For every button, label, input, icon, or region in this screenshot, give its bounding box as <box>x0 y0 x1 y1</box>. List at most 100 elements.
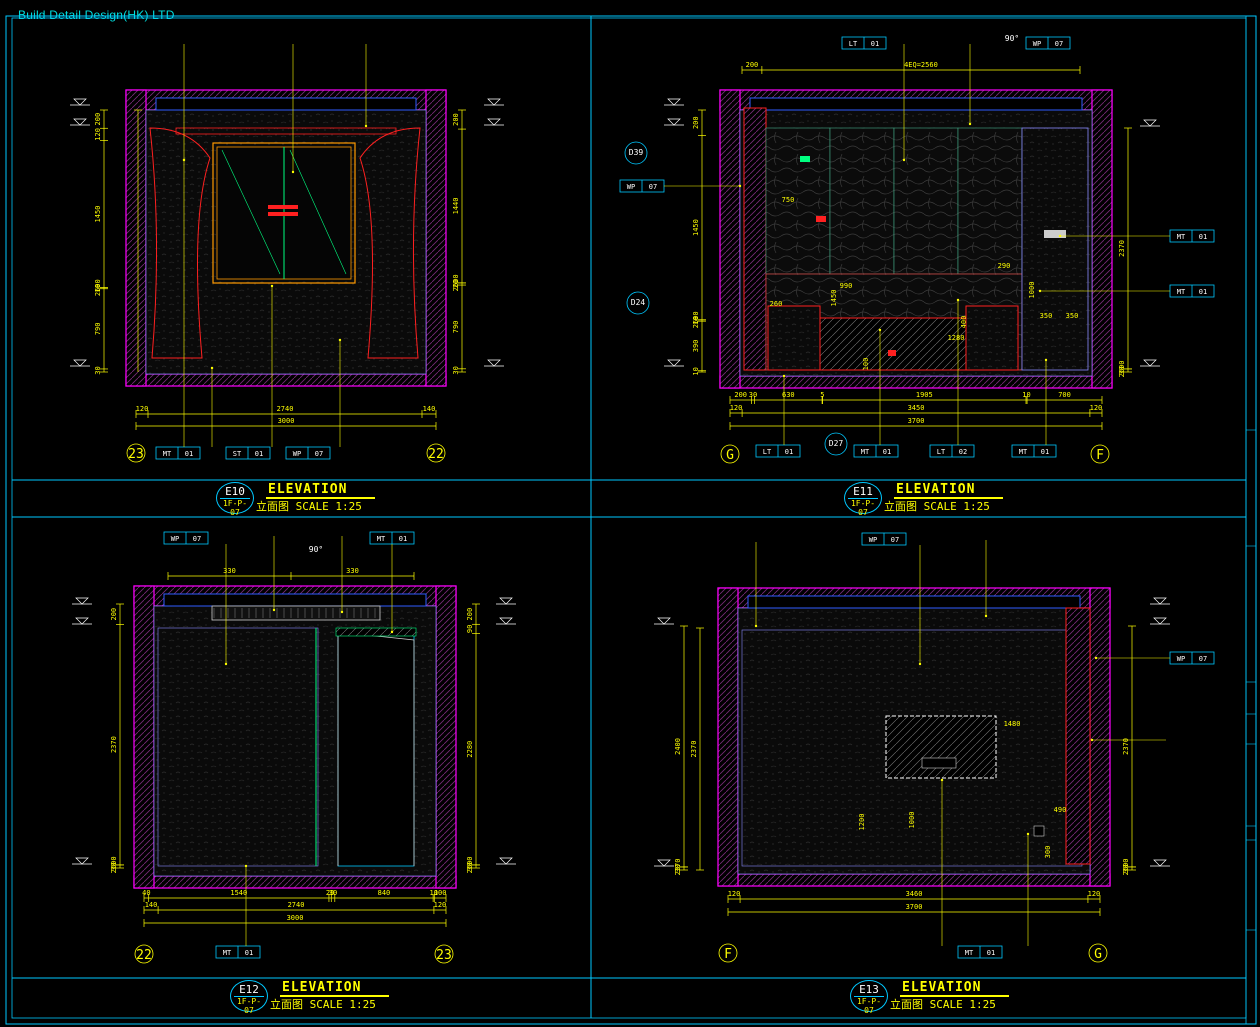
level-triangle <box>667 98 681 106</box>
dim-value: 1540 <box>230 889 247 897</box>
dim-value: 4EQ=2560 <box>904 61 938 69</box>
dim-value: 200 <box>692 116 700 129</box>
axis-bubble-22-label: 22 <box>428 447 444 462</box>
material-tag-code: MT <box>1177 233 1186 241</box>
axis-bubble-23-circle <box>126 443 146 463</box>
tv-panel <box>885 715 997 779</box>
left-curtain <box>149 127 211 359</box>
callout-code: D39 <box>629 148 644 157</box>
drawing-scale: 立面图 SCALE 1:25 <box>270 998 376 1011</box>
angle-note: 90° <box>1005 34 1019 43</box>
level-marker <box>496 617 516 625</box>
dim-value: 630 <box>782 391 795 399</box>
drawing-scale: 立面图 SCALE 1:25 <box>884 500 990 513</box>
dim-value: 5 <box>820 391 824 399</box>
dim-value: 120 <box>728 890 741 898</box>
material-tag-code: WP <box>1033 40 1041 48</box>
dim-value: 2600 <box>466 856 474 873</box>
material-tag-code: MT <box>965 949 974 957</box>
callout-circle <box>626 291 650 315</box>
material-tag-code: WP <box>869 536 877 544</box>
door-header <box>335 627 417 637</box>
right-wall <box>1089 587 1111 887</box>
leader-dot <box>940 778 944 782</box>
level-triangle <box>499 597 513 605</box>
level-marker <box>664 359 684 367</box>
ac-grille <box>211 605 381 621</box>
dim-value: 2370 <box>1118 240 1126 257</box>
leader-dot <box>918 662 922 666</box>
level-marker <box>1150 617 1170 625</box>
leader-dot <box>878 328 882 332</box>
dim-value: 120 <box>94 128 102 141</box>
callout-code: D24 <box>631 298 646 307</box>
drawing-title: ELEVATION <box>900 980 1010 997</box>
dim-value: 120 <box>136 405 149 413</box>
dim-value: 3700 <box>908 417 925 425</box>
dim-value: 2600 <box>1118 360 1126 377</box>
window-handle <box>268 205 298 209</box>
dim-value: 1450 <box>830 290 838 307</box>
dim-value: 140 <box>145 901 158 909</box>
drawing-code: E12 <box>239 983 259 996</box>
dim-value: 40 <box>142 889 150 897</box>
material-tag-number: 07 <box>1055 40 1063 48</box>
dim-value: 2370 <box>110 736 118 753</box>
dim-value: 350 <box>1066 312 1079 320</box>
leader-dot <box>1090 738 1094 742</box>
material-tag-number: 01 <box>185 450 193 458</box>
dim-value: 10 <box>94 284 102 292</box>
leader-dot <box>182 158 186 162</box>
dim-value: 30 <box>94 366 102 374</box>
axis-bubble-23-label: 23 <box>128 447 144 462</box>
sheet-edge-strip <box>1245 16 1256 1024</box>
material-tag-number: 01 <box>1199 288 1207 296</box>
level-triangle <box>667 118 681 126</box>
level-triangle <box>1143 119 1157 127</box>
leader-dot <box>956 298 960 302</box>
dim-value: 260 <box>770 300 783 308</box>
material-tag-number: 02 <box>959 448 967 456</box>
level-triangle <box>73 98 87 106</box>
dim-value: 30 <box>452 366 460 374</box>
dim-value: 2370 <box>1122 738 1130 755</box>
dim-value: 10 <box>429 889 437 897</box>
axis-bubble-g-circle <box>720 444 740 464</box>
leader-dot <box>364 124 368 128</box>
material-tag-number: 07 <box>1199 655 1207 663</box>
drawing-sheet-ref: 1F-P-07 <box>854 996 884 1015</box>
material-tag-code: MT <box>1019 448 1028 456</box>
dim-value: 790 <box>94 323 102 336</box>
left-wall <box>133 585 155 889</box>
material-tag-wp07-top: WP 07 <box>1025 36 1071 50</box>
dim-value: 2600 <box>110 856 118 873</box>
dim-value: 120 <box>1090 404 1103 412</box>
leader-dot <box>782 374 786 378</box>
leader-dot <box>272 608 276 612</box>
headboard-panel <box>765 127 831 275</box>
axis-bubble-g-circle <box>1088 943 1108 963</box>
dim-value: 30 <box>749 391 757 399</box>
axis-bubble-22-circle <box>426 443 446 463</box>
material-tag-number: 01 <box>255 450 263 458</box>
drawing-title: ELEVATION <box>266 482 376 499</box>
floor-slab <box>717 873 1111 887</box>
dim-value: 2740 <box>277 405 294 413</box>
material-tag-number: 01 <box>1041 448 1049 456</box>
dim-value: 100 <box>862 358 870 371</box>
dims-left2-e13: 2370 <box>690 627 704 871</box>
socket <box>888 350 896 356</box>
dim-value: 390 <box>692 340 700 353</box>
drawing-code: E13 <box>859 983 879 996</box>
level-triangle <box>1153 859 1167 867</box>
leader-dot <box>291 170 295 174</box>
leader-dot <box>902 158 906 162</box>
